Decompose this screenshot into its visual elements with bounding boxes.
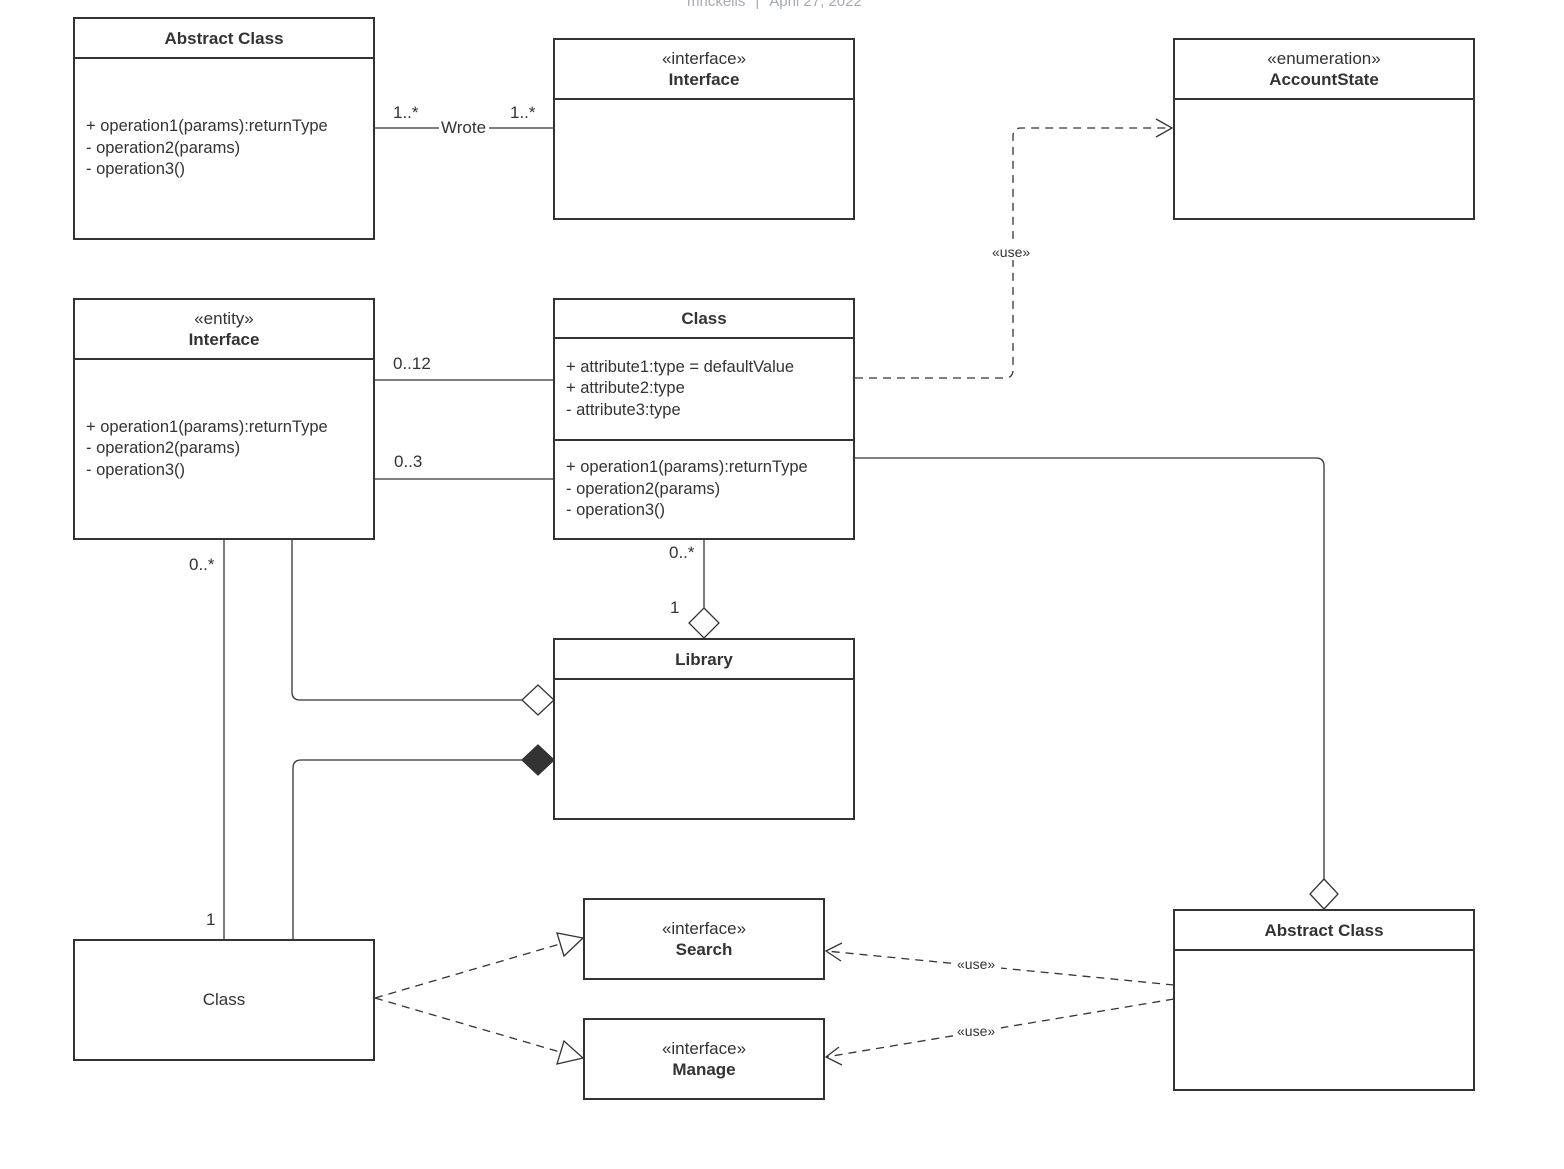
operation-item: - operation3() [86, 460, 186, 479]
mult-class-bottom-label: 1 [206, 910, 215, 929]
dependency-search-arrowhead [824, 942, 843, 962]
assoc-name-bg [439, 116, 489, 136]
abstract-class-bottom-header: Abstract Class [1175, 911, 1473, 951]
class-name: Interface [188, 330, 260, 349]
assoc-left-multiplicity: 1..* [393, 103, 419, 122]
stereotype-label: «entity» [194, 309, 254, 328]
operation-item: - operation2(params) [86, 439, 241, 458]
library-header: Library [555, 640, 853, 680]
use-search-label: «use» [957, 956, 995, 972]
document-meta: mrickells | April 27, 2022 [687, 0, 862, 10]
operation-item: + operation1(params):returnType [86, 417, 328, 436]
operations-section: + operation1(params):returnType - operat… [75, 59, 373, 238]
stereotype-label: «interface» [661, 1039, 747, 1058]
operation-item: + operation1(params):returnType [566, 458, 808, 477]
class-name: Search [675, 940, 733, 959]
enumeration-header: «enumeration» AccountState [1175, 40, 1473, 100]
search-interface-box[interactable]: «interface» Search [583, 898, 825, 980]
use-enum-bg [990, 242, 1036, 260]
manage-interface-box[interactable]: «interface» Manage [583, 1018, 825, 1100]
dependency-use-enum-line[interactable] [855, 127, 1172, 379]
dependency-use-manage-line[interactable] [825, 998, 1175, 1058]
operation-item: - operation3() [86, 160, 186, 179]
use-manage-bg [955, 1022, 1001, 1039]
mult-class-main-label: 0..* [669, 543, 695, 562]
mult-library-label: 1 [670, 598, 679, 617]
class-name: Abstract Class [1264, 920, 1384, 940]
dependency-manage-arrowhead [824, 1046, 843, 1066]
aggregation-library-left-diamond [521, 684, 555, 716]
dependency-enum-arrowhead [1155, 118, 1174, 138]
class-name: AccountState [1269, 70, 1379, 89]
attribute-item: - attribute3:type [566, 400, 681, 419]
manage-header: «interface» Manage [585, 1020, 823, 1098]
realization-manage-arrowhead [556, 1039, 585, 1065]
operations-section: + operation1(params):returnType - operat… [555, 441, 853, 538]
use-enum-label: «use» [992, 244, 1030, 260]
realization-search-arrowhead [556, 932, 585, 958]
entity-interface-box[interactable]: «entity» Interface + operation1(params):… [73, 298, 375, 540]
class-name: Abstract Class [164, 28, 284, 48]
entity-header: «entity» Interface [75, 300, 373, 360]
enumeration-account-state-box[interactable]: «enumeration» AccountState [1173, 38, 1475, 220]
aggregation-class-abstract-line[interactable] [855, 457, 1325, 879]
operation-item: - operation2(params) [86, 138, 241, 157]
attribute-item: + attribute2:type [566, 379, 685, 398]
class-name: Library [675, 649, 733, 669]
assoc-name-label: Wrote [441, 118, 486, 137]
assoc-right-multiplicity: 1..* [510, 103, 536, 122]
abstract-class-top-box[interactable]: Abstract Class + operation1(params):retu… [73, 17, 375, 240]
aggregation-abstract-diamond [1309, 878, 1339, 910]
operations-section: + operation1(params):returnType - operat… [75, 360, 373, 538]
meta-separator: | [755, 0, 760, 10]
use-manage-label: «use» [957, 1023, 995, 1039]
operation-item: + operation1(params):returnType [86, 117, 328, 136]
interface-top-box[interactable]: «interface» Interface [553, 38, 855, 220]
operation-item: - operation3() [566, 501, 666, 520]
composition-class-library-line[interactable] [292, 759, 522, 940]
class-name: Manage [672, 1060, 736, 1079]
document-date: April 27, 2022 [769, 0, 862, 10]
author-name: mrickells [687, 0, 746, 10]
library-box[interactable]: Library [553, 638, 855, 820]
mult-0-12-label: 0..12 [393, 354, 431, 373]
stereotype-label: «enumeration» [1267, 49, 1381, 68]
stereotype-label: «interface» [661, 919, 747, 938]
class-main-header: Class [555, 300, 853, 339]
search-header: «interface» Search [585, 900, 823, 978]
operation-item: - operation2(params) [566, 479, 721, 498]
composition-library-diamond [521, 744, 555, 776]
abstract-class-top-header: Abstract Class [75, 19, 373, 59]
aggregation-entity-library-line[interactable] [291, 540, 522, 701]
class-name: Class [681, 309, 727, 328]
class-name: Class [202, 990, 246, 1009]
attribute-item: + attribute1:type = defaultValue [566, 357, 795, 376]
use-search-bg [955, 955, 1001, 972]
interface-top-header: «interface» Interface [555, 40, 853, 100]
aggregation-library-top-diamond [688, 607, 720, 639]
class-main-box[interactable]: Class + attribute1:type = defaultValue +… [553, 298, 855, 540]
class-bottom-box[interactable]: Class [73, 939, 375, 1061]
abstract-class-bottom-box[interactable]: Abstract Class [1173, 909, 1475, 1091]
realization-manage-line[interactable] [374, 997, 561, 1053]
class-name: Interface [668, 70, 740, 89]
attributes-section: + attribute1:type = defaultValue + attri… [555, 339, 853, 441]
mult-0-3-label: 0..3 [394, 452, 422, 471]
realization-search-line[interactable] [374, 943, 561, 999]
mult-entity-bottom-label: 0..* [189, 555, 215, 574]
stereotype-label: «interface» [661, 49, 747, 68]
